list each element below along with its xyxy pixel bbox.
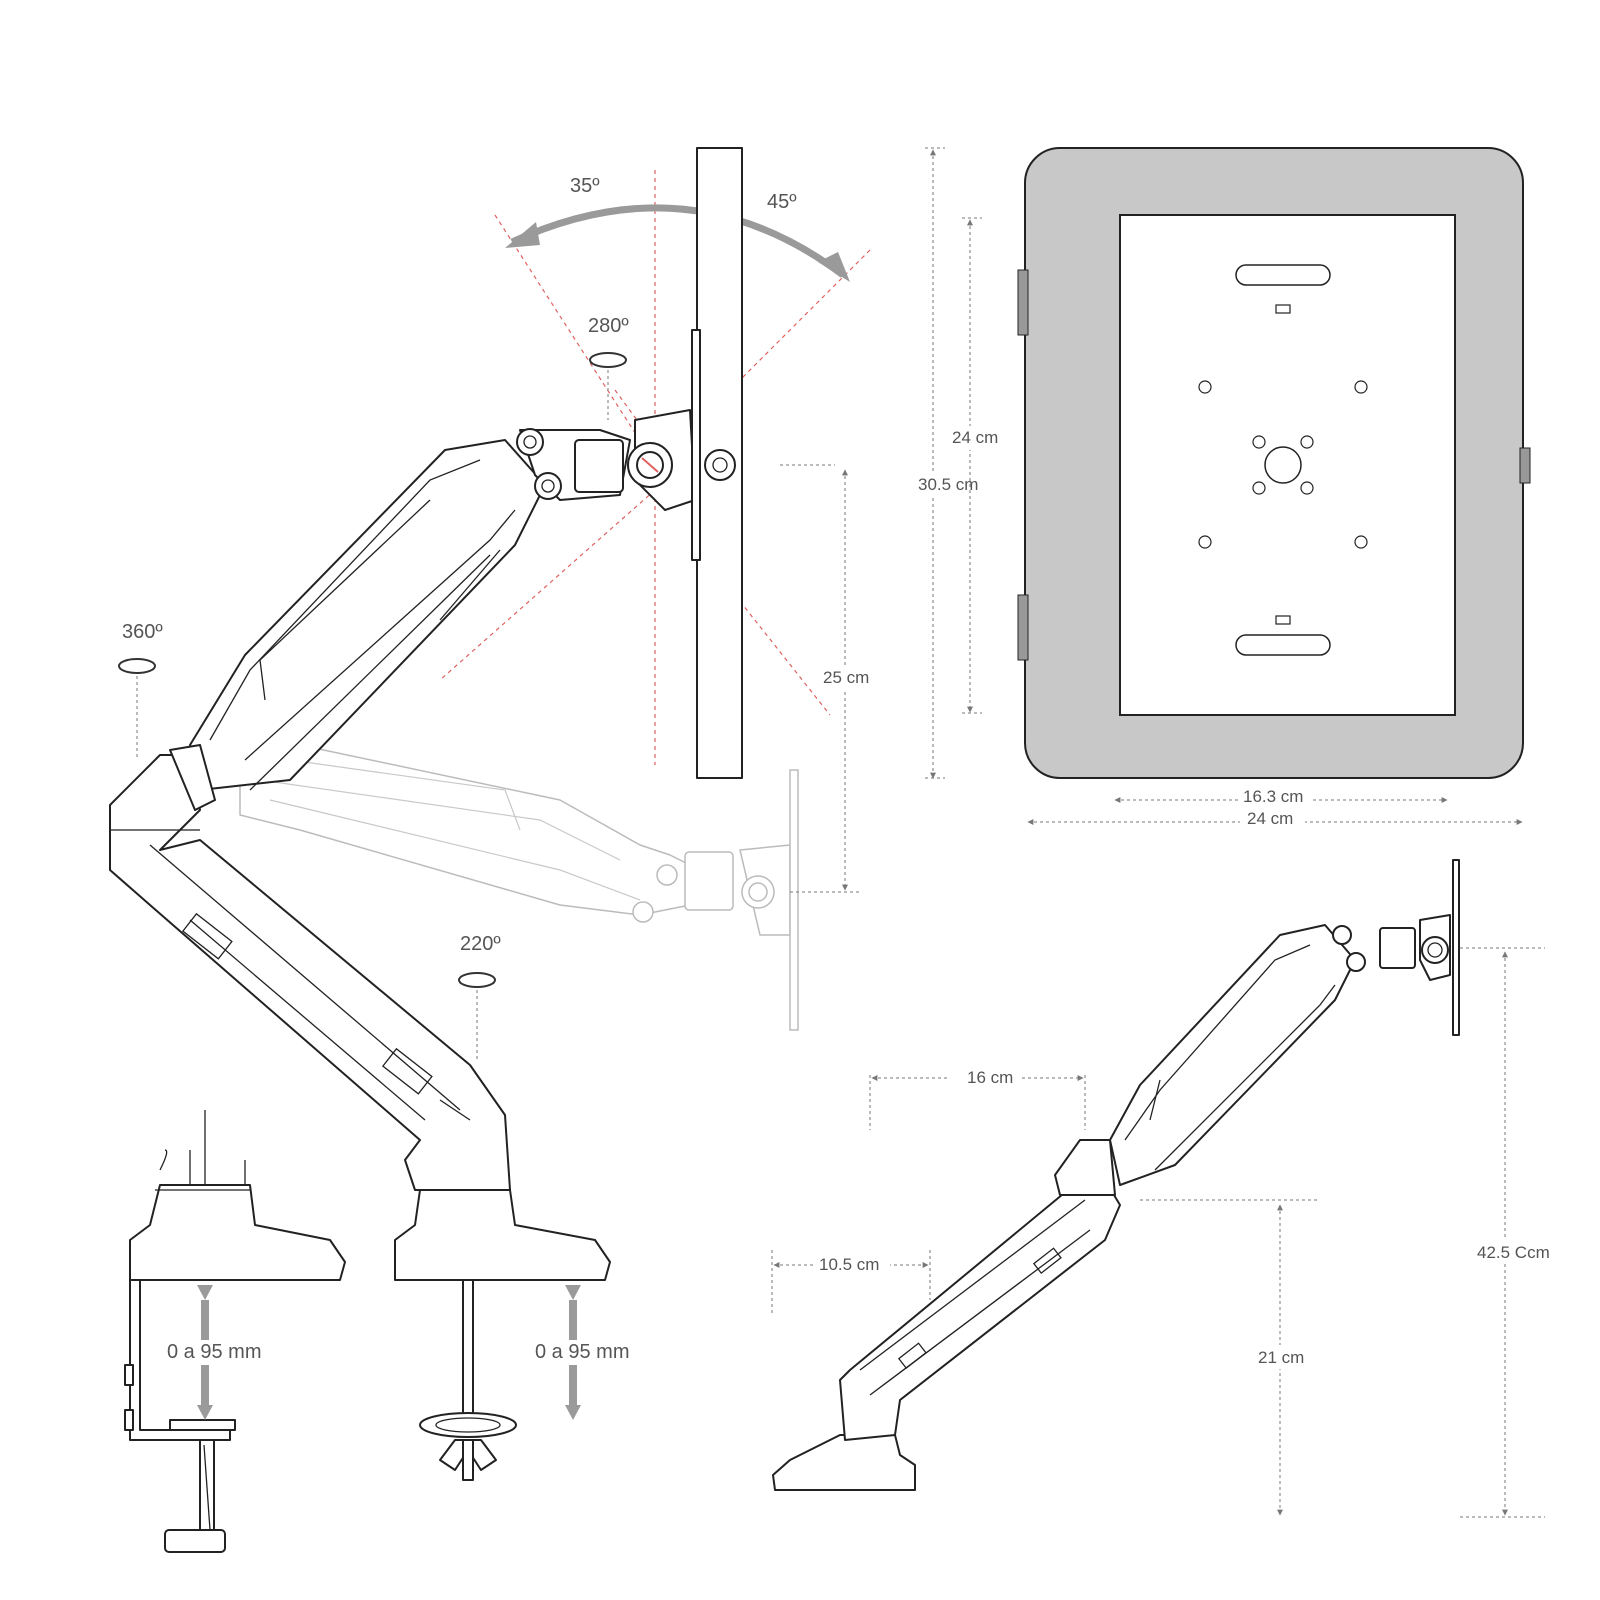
tablet-front-view bbox=[1017, 147, 1531, 779]
rotation-360-marker: 360º bbox=[118, 621, 163, 760]
rotation-280-marker: 280º bbox=[588, 315, 629, 420]
base-offset-dim: 10.5 cm bbox=[771, 1250, 931, 1315]
lower-height-label: 21 cm bbox=[1258, 1348, 1304, 1367]
tilt-forward-label: 45º bbox=[767, 191, 797, 213]
elbow-rotation-label: 220º bbox=[460, 933, 501, 955]
vertical-travel-label: 25 cm bbox=[823, 668, 869, 687]
c-clamp-base bbox=[124, 1110, 346, 1553]
tilt-arc-arrow bbox=[505, 204, 850, 282]
rotation-220-marker: 220º bbox=[458, 933, 501, 1060]
c-clamp-range-arrow: 0 a 95 mm bbox=[167, 1285, 261, 1420]
tablet-inner-height-label: 24 cm bbox=[952, 428, 998, 447]
base-offset-label: 10.5 cm bbox=[819, 1255, 879, 1274]
arm-reach-label: 16 cm bbox=[967, 1068, 1013, 1087]
total-height-dim: 42.5 Ccm bbox=[1460, 947, 1555, 1518]
grommet-range-label: 0 a 95 mm bbox=[535, 1341, 629, 1363]
tablet-outer-width-dim: 24 cm bbox=[1027, 807, 1523, 829]
head-rotation-label: 280º bbox=[588, 315, 629, 337]
tablet-inner-height-dim: 24 cm bbox=[950, 217, 1000, 714]
ghost-lowered-arm bbox=[239, 744, 799, 1031]
vertical-travel-dimension: 25 cm bbox=[780, 464, 870, 893]
tilt-back-label: 35º bbox=[570, 175, 600, 197]
tablet-outer-height-label: 30.5 cm bbox=[918, 475, 978, 494]
total-height-label: 42.5 Ccm bbox=[1477, 1243, 1550, 1262]
c-clamp-range-label: 0 a 95 mm bbox=[167, 1341, 261, 1363]
tablet-inner-width-dim: 16.3 cm bbox=[1114, 785, 1448, 807]
base-rotation-label: 360º bbox=[122, 621, 163, 643]
small-arm bbox=[772, 859, 1460, 1491]
tablet-inner-width-label: 16.3 cm bbox=[1243, 787, 1303, 806]
grommet-base bbox=[394, 1189, 611, 1481]
arm-reach-dim: 16 cm bbox=[869, 1065, 1086, 1130]
main-arm bbox=[109, 147, 743, 1191]
lower-height-dim: 21 cm bbox=[1140, 1199, 1320, 1516]
tablet-outer-width-label: 24 cm bbox=[1247, 809, 1293, 828]
grommet-range-arrow: 0 a 95 mm bbox=[535, 1285, 629, 1420]
tablet-outer-height-dim: 30.5 cm bbox=[915, 147, 985, 779]
